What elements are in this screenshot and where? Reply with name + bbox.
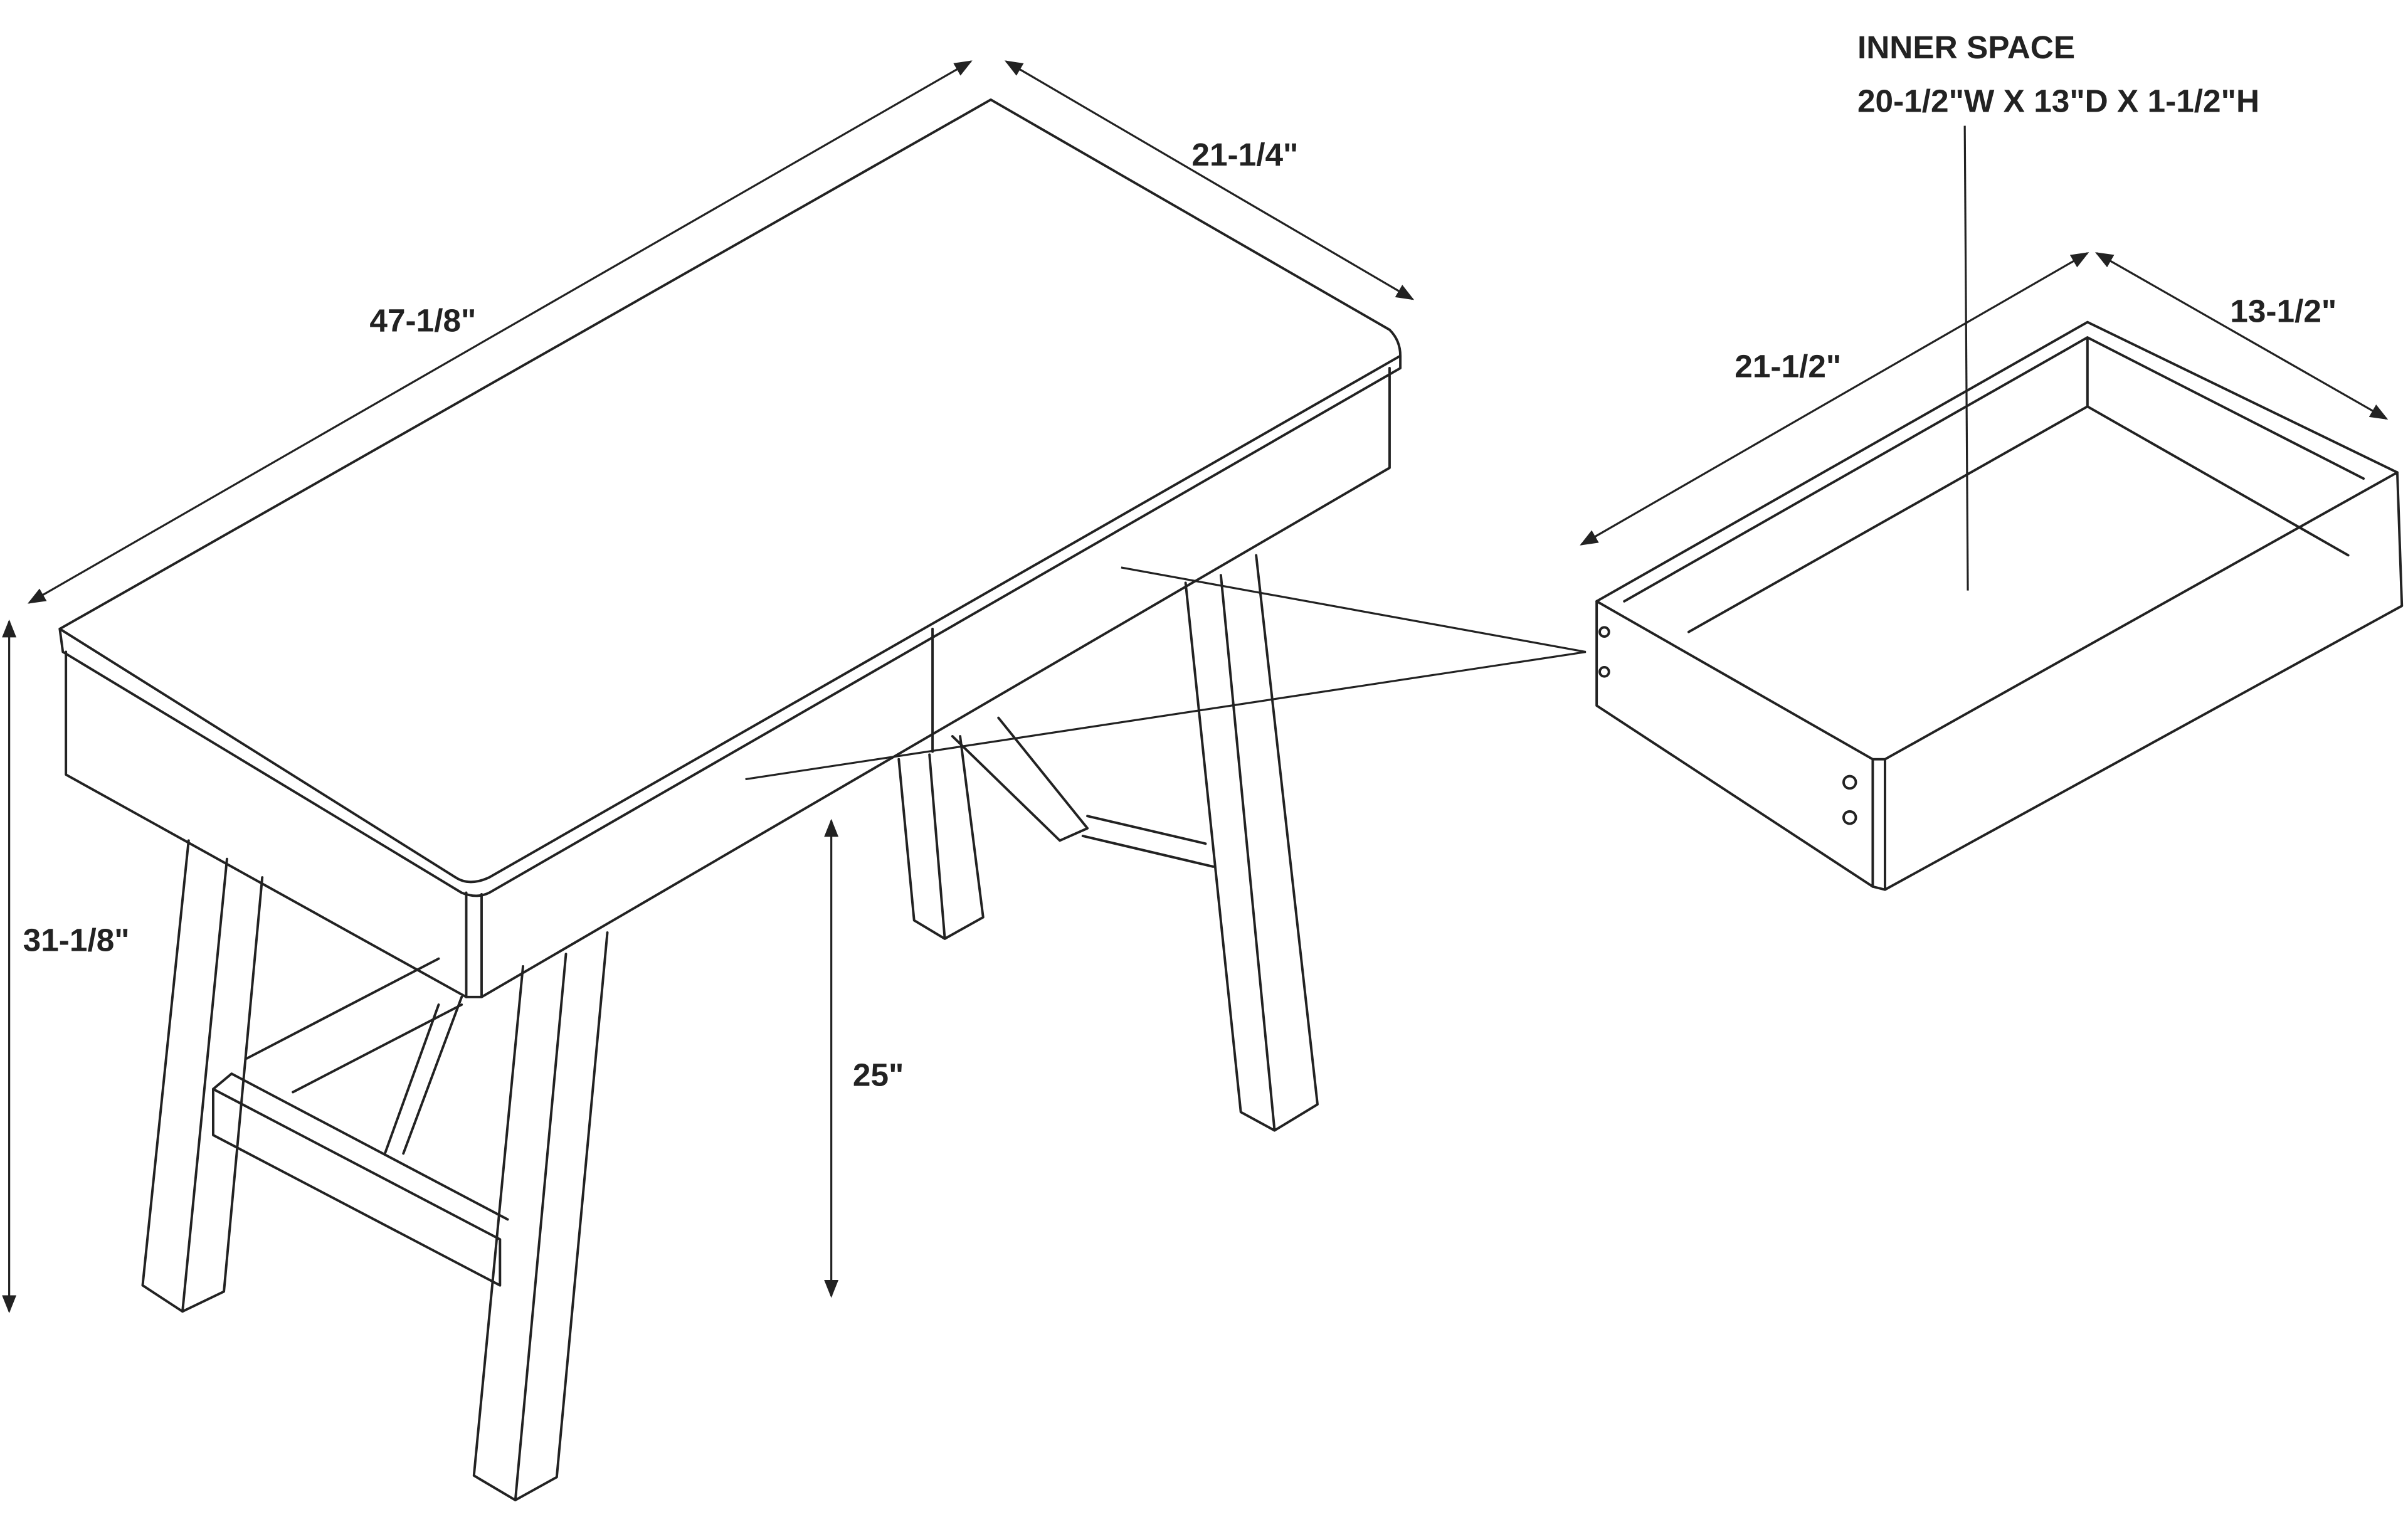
- front-left-leg: [141, 839, 264, 1313]
- drawer-callout-lines: [745, 566, 1587, 781]
- drawer-width-label: 21-1/2": [1735, 349, 1841, 384]
- desk-top: [58, 98, 1402, 884]
- width-dimension-line: [27, 60, 973, 604]
- screw-hole: [1842, 810, 1857, 825]
- width-label: 47-1/8": [369, 302, 476, 338]
- desk-top-edge: [58, 354, 1402, 897]
- back-stretcher: [951, 716, 1215, 868]
- front-apron: [465, 367, 1391, 998]
- screw-hole: [1842, 774, 1857, 790]
- front-right-leg: [472, 931, 609, 1502]
- clearance-label: 25": [853, 1057, 904, 1093]
- screw-hole: [1598, 666, 1610, 678]
- depth-dimension-line: [1005, 60, 1415, 300]
- depth-label: 21-1/4": [1191, 137, 1298, 172]
- front-stretcher: [211, 957, 509, 1287]
- screw-hole: [1598, 626, 1610, 638]
- desk-drawing: [58, 98, 1587, 1502]
- inner-space-dimensions: 20-1/2"W X 13"D X 1-1/2"H: [1857, 83, 2259, 119]
- back-right-leg: [1184, 554, 1319, 1132]
- drawer-width-dimension-line: [1580, 252, 2089, 546]
- drawer-rim: [1595, 320, 2399, 633]
- height-label: 31-1/8": [23, 922, 130, 958]
- inner-space-title: INNER SPACE: [1857, 29, 2075, 65]
- back-left-leg: [897, 735, 985, 940]
- dimension-lines: [2, 60, 2389, 1314]
- inner-space-leader: [1963, 125, 1969, 591]
- left-apron: [65, 650, 468, 998]
- labels: 47-1/8" 21-1/4" 31-1/8" 25" 21-1/2" 13-1…: [23, 29, 2337, 1093]
- drawer-front: [1871, 471, 2404, 891]
- drawer-depth-label: 13-1/2": [2230, 293, 2337, 329]
- drawer-depth-dimension-line: [2095, 252, 2389, 420]
- drawer-side: [1595, 600, 1874, 888]
- drawer-drawing: [1595, 125, 2404, 891]
